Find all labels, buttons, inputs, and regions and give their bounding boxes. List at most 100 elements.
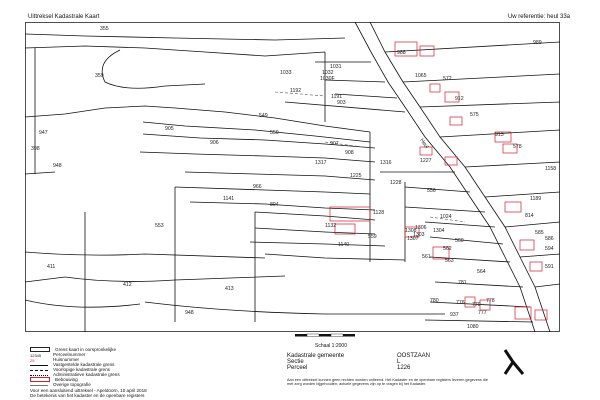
parcel-label-p594: 594 <box>545 246 554 252</box>
parcel-label-p355: 355 <box>100 26 109 32</box>
parcel-label-p1303: 1303 <box>413 232 425 238</box>
legend-swatch <box>30 365 48 366</box>
parcel-label-p575: 575 <box>470 112 479 118</box>
info-value: 1226 <box>397 365 411 371</box>
scale-label: Schaal 1:2000 <box>315 343 347 349</box>
legend-swatch <box>30 370 48 371</box>
parcel-label-p781: 781 <box>458 280 467 286</box>
parcel-label-p560: 560 <box>455 238 464 244</box>
parcel-label-p948: 948 <box>53 163 62 169</box>
parcel-label-p564: 564 <box>477 269 486 275</box>
parcel-label-p1191: 1191 <box>331 94 342 100</box>
legend-item: Grens kaart in oorspronkelijke <box>30 347 278 352</box>
parcel-label-p1032: 1032 <box>322 70 334 76</box>
disclaimer-text: Aan een uittreksel kunnen geen rechten w… <box>287 378 488 387</box>
legend-swatch <box>30 377 50 382</box>
parcel-label-p1227: 1227 <box>420 158 432 164</box>
legend-item: Administratieve kadastrale grens <box>30 372 278 377</box>
parcel-label-p1128: 1128 <box>373 210 384 216</box>
buildings <box>329 41 548 321</box>
parcel-label-p1158: 1158 <box>545 166 556 172</box>
parcel-label-p966: 966 <box>253 184 262 190</box>
kadaster-logo-icon <box>503 349 525 375</box>
parcel-label-p1304: 1304 <box>433 228 445 234</box>
parcel-label-p907: 907 <box>330 141 339 147</box>
parcel-label-p779: 779 <box>472 302 481 308</box>
parcel-label-p1192: 1192 <box>290 88 301 94</box>
parcel-label-p562: 562 <box>443 246 452 252</box>
parcel-label-p776: 776 <box>456 300 465 306</box>
info-value: OOSTZAAN <box>397 353 431 359</box>
legend-item: Bebouwing <box>30 377 278 382</box>
parcel-label-p947: 947 <box>39 130 48 136</box>
parcel-label-p591: 591 <box>545 264 554 270</box>
parcel-label-p913: 913 <box>495 132 504 138</box>
parcel-label-p778: 778 <box>486 298 495 304</box>
parcel-label-p586: 586 <box>545 236 554 242</box>
parcel-label-p411: 411 <box>47 264 55 270</box>
parcel-label-p1033: 1033 <box>280 70 292 76</box>
parcel-label-p1317: 1317 <box>315 160 327 166</box>
parcel-label-p903: 903 <box>337 100 346 106</box>
parcel-label-p1065: 1065 <box>415 73 427 79</box>
parcel-label-p906: 906 <box>210 140 219 146</box>
parcel-label-p398: 398 <box>31 146 40 152</box>
parcel-label-p1307: 1307 <box>407 236 419 242</box>
parcel-label-p1030: 1030F <box>320 76 335 82</box>
map-title: Uittreksel Kadastrale Kaart <box>28 14 100 20</box>
parcel-label-p1225: 1225 <box>350 173 362 179</box>
parcel-label-p777: 777 <box>478 310 487 316</box>
parcel-label-p413: 413 <box>225 286 234 292</box>
parcel-label-p908: 908 <box>345 150 354 156</box>
parcel-label-p1080: 1080 <box>467 324 479 330</box>
legend-swatch <box>30 385 48 386</box>
parcel-label-p1141: 1141 <box>223 196 234 202</box>
scale-bar: Schaal 1:2000 <box>295 333 355 349</box>
parcel-boundaries <box>25 22 560 332</box>
legend-item: Voorlopige kadastrale grens <box>30 367 278 372</box>
parcel-label-p937: 937 <box>450 312 459 318</box>
parcel-label-p814: 814 <box>525 213 534 219</box>
parcel-label-p948b: 948 <box>185 310 194 316</box>
info-key: Kadastrale gemeente <box>287 353 345 359</box>
parcel-label-p1316: 1316 <box>380 160 392 166</box>
parcel-label-p1306: 1306 <box>415 225 427 231</box>
legend-item: Vastgestelde kadastrale grens <box>30 362 278 367</box>
parcel-label-p1308: 1308 <box>405 228 417 234</box>
parcel-label-p780: 780 <box>430 298 439 304</box>
legend-item: Overige topografie <box>30 382 278 387</box>
parcel-label-p412: 412 <box>123 282 132 288</box>
parcel-label-p559: 559 <box>368 234 377 240</box>
reference-text: Uw referentie: heul 33a <box>507 14 570 20</box>
parcel-label-p556: 556 <box>427 188 436 194</box>
info-value: L <box>397 359 401 365</box>
parcel-label-p549: 549 <box>259 113 268 119</box>
parcel-label-p563: 563 <box>445 258 454 264</box>
parcel-label-p561: 561 <box>422 254 431 260</box>
parcel-label-p988: 988 <box>397 50 406 56</box>
legend-footer: De betekenis van het kadaster en de open… <box>30 393 145 398</box>
provisional-boundaries <box>274 91 466 223</box>
legend-footer: Voor een aansluitend uittreksel - Apeldo… <box>30 388 147 393</box>
info-key: Perceel <box>287 365 308 371</box>
parcel-label-p578: 578 <box>513 144 522 150</box>
parcel-label-p1024: 1024 <box>440 214 452 220</box>
parcel-label-p585: 585 <box>535 230 544 236</box>
legend-swatch <box>30 347 50 352</box>
parcel-label-p1140: 1140 <box>338 242 349 248</box>
parcel-label-p359: 359 <box>95 73 104 79</box>
street-label: Heul <box>418 138 429 150</box>
parcel-label-p550: 550 <box>270 130 279 136</box>
parcel-label-p1189: 1189 <box>530 196 541 202</box>
parcel-label-p553: 553 <box>155 223 164 229</box>
legend-swatch <box>30 375 48 376</box>
parcel-label-p905: 905 <box>165 126 174 132</box>
parcel-label-p1228: 1228 <box>390 180 402 186</box>
info-key: Sectie <box>287 359 304 365</box>
parcel-label-p1031: 1031 <box>330 64 342 70</box>
